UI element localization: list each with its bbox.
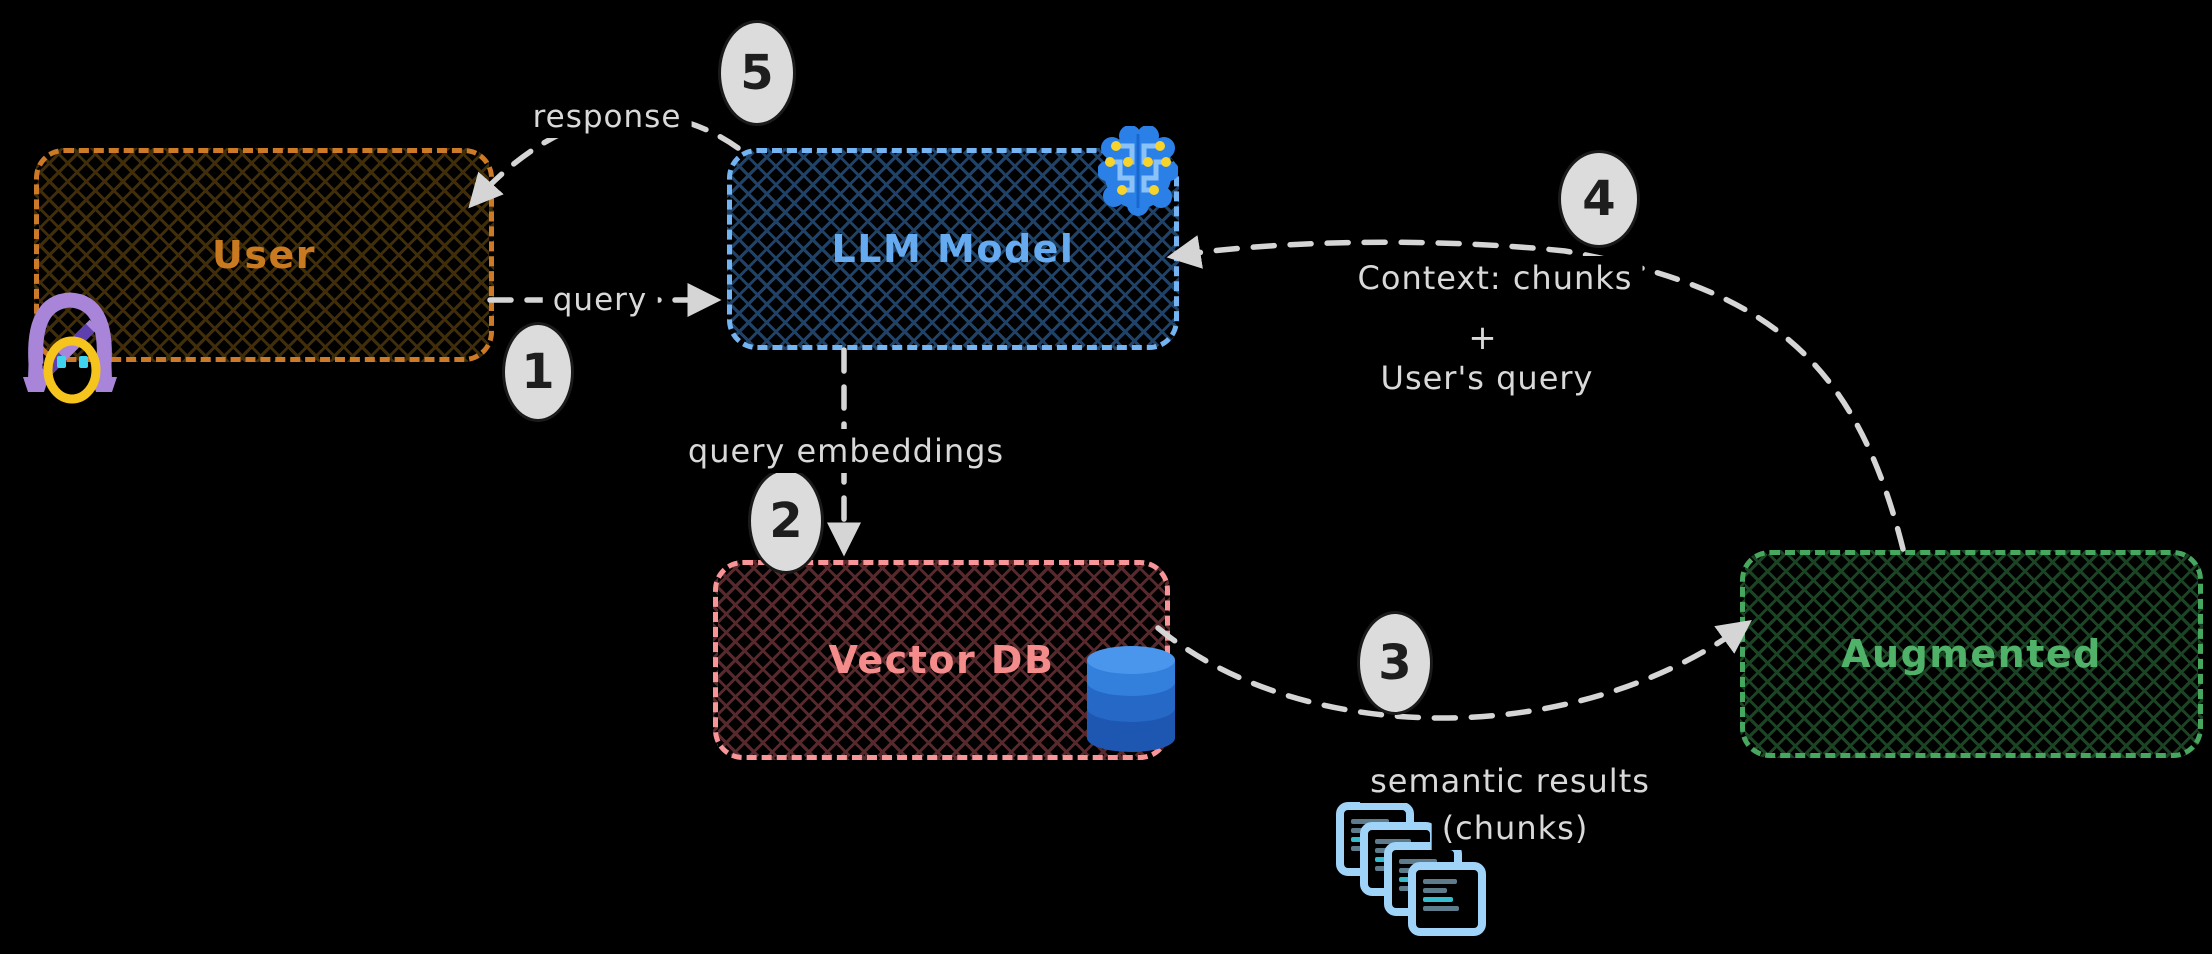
woman-user-icon[interactable]: [20, 288, 120, 406]
step-number: 1: [521, 344, 555, 400]
node-augmented-label: Augmented: [1841, 632, 2102, 676]
step-badge-1[interactable]: 1: [502, 322, 574, 422]
text-line: [1423, 888, 1447, 893]
document-chunks-icon[interactable]: [1336, 802, 1552, 954]
node-llm-model-label: LLM Model: [831, 227, 1075, 271]
edge-label-context-plus[interactable]: +: [1458, 315, 1508, 361]
text-line: [1423, 906, 1459, 911]
edge-label-context-chunks[interactable]: Context: chunks: [1347, 256, 1643, 300]
step-badge-3[interactable]: 3: [1357, 611, 1433, 715]
step-number: 2: [769, 493, 803, 549]
edge-label-response[interactable]: response: [522, 96, 692, 138]
edge-label-query[interactable]: query: [542, 279, 658, 321]
node-augmented[interactable]: Augmented: [1740, 550, 2203, 758]
text-line: [1399, 859, 1437, 864]
node-user[interactable]: User: [34, 148, 494, 362]
text-line: [1423, 879, 1457, 884]
step-badge-2[interactable]: 2: [748, 468, 824, 574]
arrow-semantic-results[interactable]: [1155, 619, 1752, 721]
chunk-document: [1408, 862, 1486, 936]
edge-label-query-embeddings[interactable]: query embeddings: [677, 429, 1015, 473]
step-number: 4: [1582, 171, 1616, 227]
ai-brain-icon[interactable]: [1098, 126, 1178, 216]
edge-label-semantic-chunks[interactable]: (chunks): [1431, 806, 1599, 850]
step-number: 3: [1378, 635, 1412, 691]
step-badge-5[interactable]: 5: [718, 20, 796, 126]
edge-label-users-query[interactable]: User's query: [1370, 356, 1604, 400]
text-line: [1375, 839, 1411, 844]
node-llm-model[interactable]: LLM Model: [727, 148, 1179, 350]
edge-label-semantic-results[interactable]: semantic results: [1360, 759, 1660, 803]
step-number: 5: [740, 45, 774, 101]
text-line: [1423, 897, 1453, 902]
step-badge-4[interactable]: 4: [1558, 150, 1640, 248]
node-user-label: User: [212, 233, 316, 277]
database-icon[interactable]: [1085, 644, 1177, 754]
text-line: [1351, 819, 1389, 824]
node-vector-db-label: Vector DB: [828, 638, 1055, 682]
